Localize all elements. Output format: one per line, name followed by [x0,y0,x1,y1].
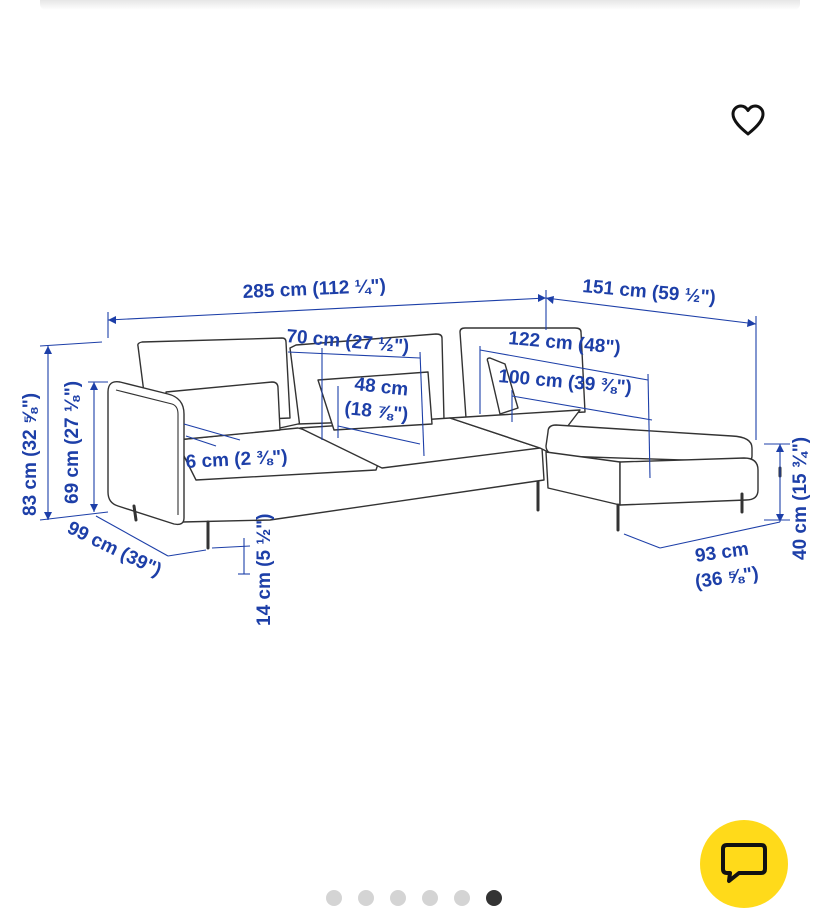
gallery-pagination [0,890,828,910]
label-total-depth: 99 cm (39") [64,518,165,582]
label-chaise-depth: 93 cm [694,539,750,567]
gallery-dot-2[interactable] [358,890,374,906]
favorite-button[interactable] [726,98,770,142]
label-seat-height: 40 cm (15 ¾") [790,437,811,560]
dimension-lines [39,290,790,575]
label-total-width: 285 cm (112 ¼") [242,276,386,303]
gallery-dot-1[interactable] [326,890,342,906]
gallery-dot-4[interactable] [422,890,438,906]
top-bar-shadow [40,0,800,10]
label-total-height: 83 cm (32 ⅝") [20,393,41,516]
label-free-height: 14 cm (5 ½") [254,513,275,626]
label-chaise-width: 151 cm (59 ½") [582,276,717,309]
chat-support-button[interactable] [700,820,788,908]
heart-outline-icon [731,104,765,136]
gallery-dot-3[interactable] [390,890,406,906]
label-chaise-depth-inches: (36 ⅝") [694,563,760,593]
sofa-illustration [107,327,782,550]
gallery-dot-5[interactable] [454,890,470,906]
label-armrest-height: 69 cm (27 ⅛") [62,381,83,504]
gallery-dot-6-active[interactable] [486,890,502,906]
chat-bubble-icon [721,843,767,883]
